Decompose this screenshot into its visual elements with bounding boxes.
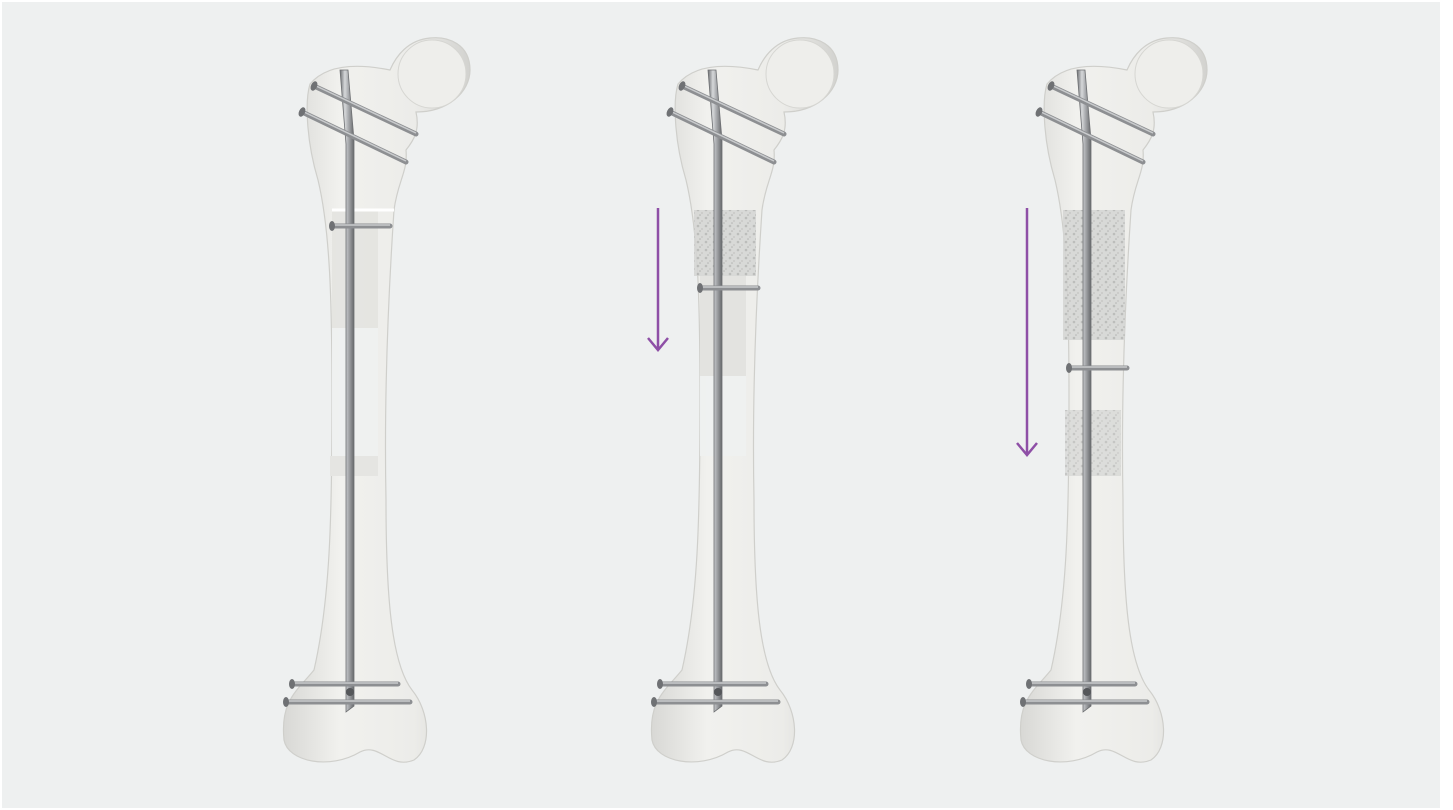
figure-intermediate — [648, 38, 838, 762]
transport-screw-head — [697, 283, 703, 293]
distal-screw-2-head — [1020, 697, 1026, 707]
transport-screw-head — [1066, 363, 1072, 373]
transport-screw-head — [329, 221, 335, 231]
figure-final — [1017, 38, 1207, 762]
distal-screw-2-head — [283, 697, 289, 707]
figure-initial — [283, 38, 470, 762]
femoral-head — [398, 40, 466, 108]
regenerate-bone — [694, 210, 756, 276]
femoral-head — [766, 40, 834, 108]
nail-end-hole — [714, 688, 722, 696]
nail-end-hole — [346, 688, 354, 696]
distal-screw-2-head — [651, 697, 657, 707]
distal-screw-1-head — [657, 679, 663, 689]
bone-gap — [332, 328, 378, 456]
femoral-head — [1135, 40, 1203, 108]
regenerate-bone — [1063, 210, 1125, 340]
transport-segment — [700, 276, 746, 376]
bone-gap — [700, 376, 746, 456]
distal-screw-1-head — [289, 679, 295, 689]
nail-end-hole — [1083, 688, 1091, 696]
distal-screw-1-head — [1026, 679, 1032, 689]
docking-site — [1065, 410, 1121, 476]
